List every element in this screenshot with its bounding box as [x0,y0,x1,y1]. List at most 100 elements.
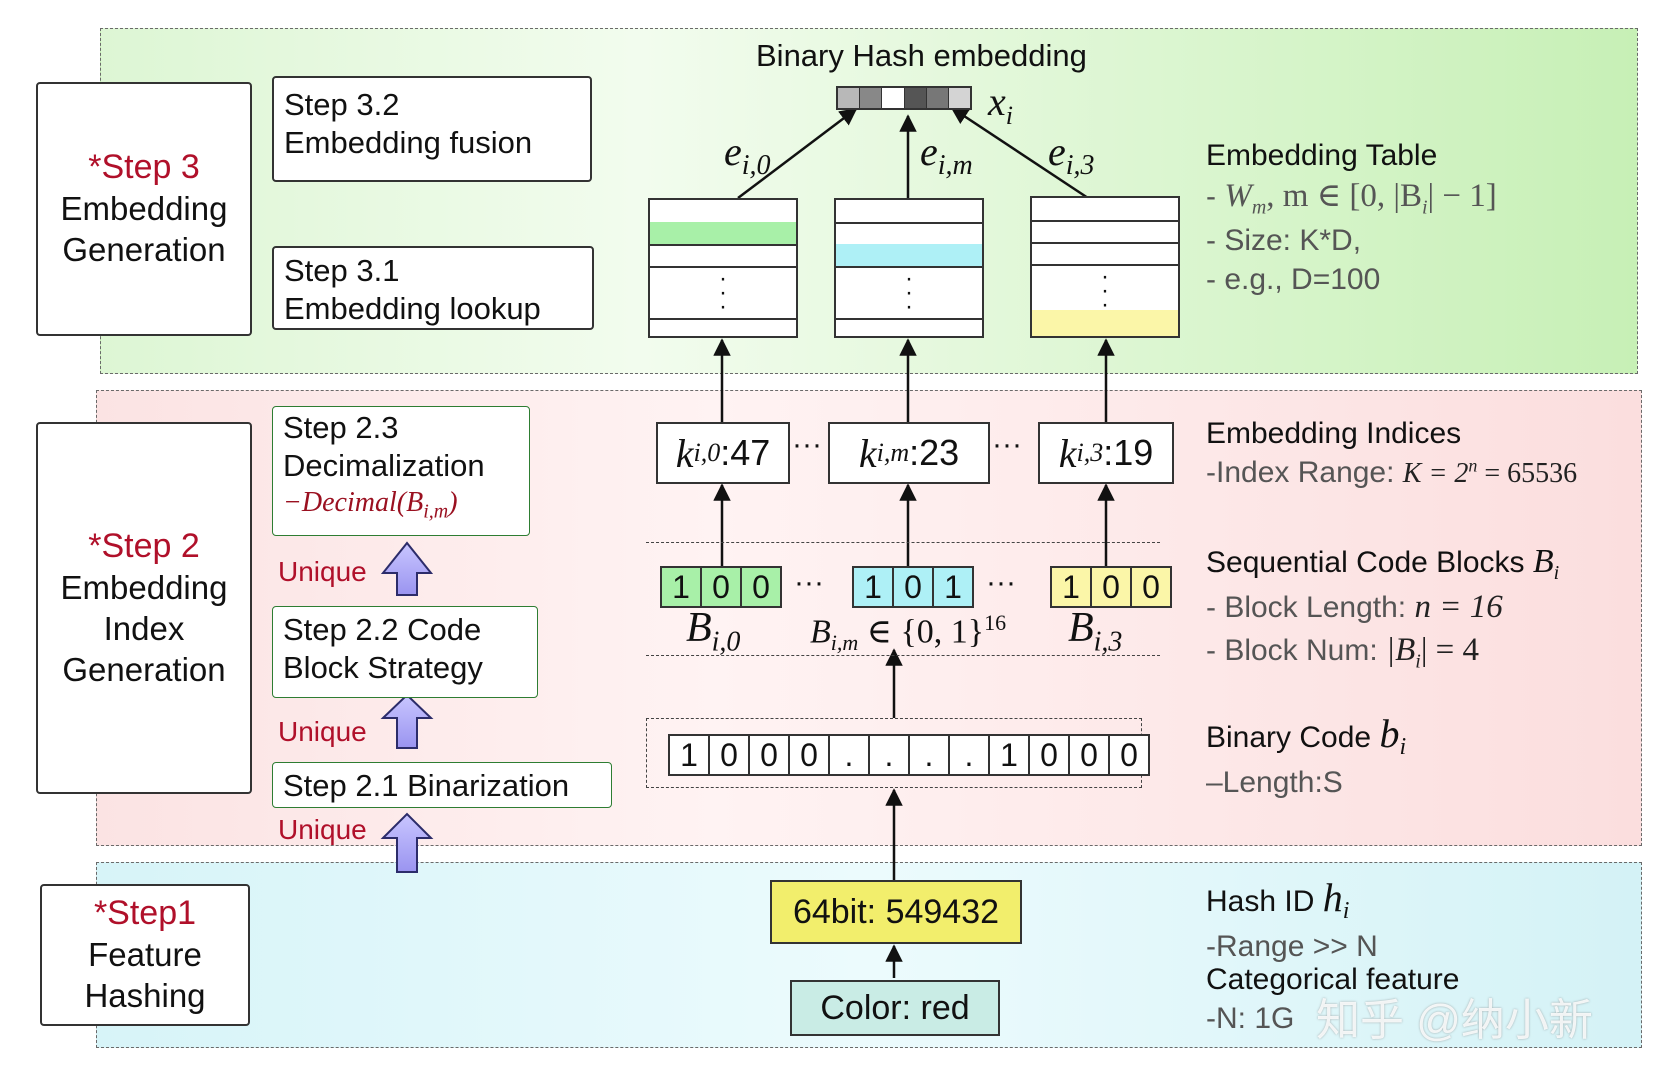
hash-id-info: Hash ID hi -Range >> N [1206,872,1378,966]
step1-label: *Step1 [93,894,197,933]
embedding-table-line3: - e.g., D=100 [1206,262,1381,296]
table-row [1032,198,1178,222]
step-3-1-box: Step 3.1 Embedding lookup [272,246,594,330]
table-row-highlight [650,222,796,246]
embedding-indices-line1: -Index Range: K = 2n = 65536 [1206,455,1578,489]
step-3-1-desc: Embedding lookup [284,291,541,327]
step-2-2-box: Step 2.2 Code Block Strategy [272,606,538,698]
embedding-table-0: ··· [648,198,798,338]
unique-label-1: Unique [278,814,367,845]
step2-line1: Embedding [60,568,228,606]
step1-box: *Step1 Feature Hashing [40,884,250,1026]
step-3-2-desc: Embedding fusion [284,125,533,161]
unique-arrow-2 [380,693,434,749]
bit: 1 [854,568,894,606]
vertical-ellipsis-icon: ··· [650,266,796,320]
ellipsis: ··· [794,566,824,599]
step-3-2-title: Step 3.2 [284,87,400,122]
arrow-e3 [950,106,1089,200]
table-row-highlight [836,244,982,268]
bit: 0 [790,736,830,774]
binary-code-title: Binary Code bi [1206,711,1407,760]
binary-code-info: Binary Code bi –Length:S [1206,708,1406,802]
bit: . [950,736,990,774]
hash-value-box: 64bit: 549432 [770,880,1022,944]
unique-arrow-3 [380,541,434,596]
bit: 0 [752,569,770,605]
step-3-1-title: Step 3.1 [284,253,400,288]
bit: 0 [1092,568,1132,606]
seq-blocks-line2: - Block Num: |Bi| = 4 [1206,631,1480,673]
xi-cell [882,88,905,108]
bit: 0 [702,568,742,606]
edge-label-em: ei,m [920,129,973,181]
step-2-1-box: Step 2.1 Binarization [272,762,612,808]
seq-blocks-title: Sequential Code Blocks Bi [1206,543,1560,584]
ellipsis: ··· [986,566,1016,599]
xi-cell [948,88,971,108]
unique-label-2: Unique [278,716,367,747]
embedding-table-line1: - Wm, m ∈ [0, |Bi| − 1] [1206,178,1497,219]
seq-blocks-info: Sequential Code Blocks Bi - Block Length… [1206,540,1559,674]
table-row [650,200,796,224]
block-label-m: Bi,m ∈ {0, 1}16 [810,610,1007,656]
step2-box: *Step 2 Embedding Index Generation [36,422,252,794]
block-label-0: Bi,0 [686,605,741,658]
step-2-2-title: Step 2.2 Code [283,612,482,647]
bit: . [910,736,950,774]
step-2-3-formula: −Decimal(Bi,m) [283,486,458,523]
embedding-table-m: ··· [834,198,984,338]
table-row-highlight [1032,310,1178,336]
unique-label-3: Unique [278,556,367,587]
step2-line3: Generation [62,651,226,689]
xi-cell [860,88,883,108]
categorical-feature-title: Categorical feature [1206,963,1460,996]
bit: 1 [944,569,962,605]
bit: 0 [1070,736,1110,774]
step1-line1: Feature [88,936,202,974]
categorical-feature-info: Categorical feature -N: 1G [1206,960,1459,1038]
step-2-1-title: Step 2.1 Binarization [283,768,570,803]
bit: 1 [990,736,1030,774]
xi-cell [838,88,861,108]
table-row [650,244,796,268]
table-row [1032,220,1178,244]
xi-cell [926,88,949,108]
hash-id-title: Hash ID hi [1206,875,1350,924]
step3-line1: Embedding [60,190,228,228]
code-blocks-group [646,542,1160,656]
step-2-3-desc: Decimalization [283,448,485,484]
bit: 0 [750,736,790,774]
unique-arrow-1 [380,812,434,873]
binary-hash-title: Binary Hash embedding [756,38,1087,73]
bit: 1 [662,568,702,606]
bit: . [830,736,870,774]
vertical-ellipsis-icon: ··· [836,266,982,320]
embedding-indices-title: Embedding Indices [1206,417,1462,450]
step-2-3-title: Step 2.3 [283,410,399,445]
step-2-2-desc: Block Strategy [283,650,483,686]
table-row [836,200,982,224]
edge-label-e0: ei,0 [724,129,771,181]
bit: 0 [1030,736,1070,774]
seq-blocks-line1: - Block Length: n = 16 [1206,589,1503,625]
ellipsis: ··· [792,428,822,461]
table-row [836,222,982,246]
bit: 0 [894,568,934,606]
embedding-table-line2: - Size: K*D, [1206,223,1362,257]
xi-cell [904,88,927,108]
block-label-3: Bi,3 [1068,605,1123,658]
hash-id-line1: -Range >> N [1206,930,1378,964]
xi-vector [836,86,972,110]
table-row [1032,242,1178,266]
edge-label-e3: ei,3 [1048,129,1095,181]
xi-label: xi [988,79,1013,130]
bit: 1 [670,736,710,774]
categorical-feature-line1: -N: 1G [1206,1002,1295,1035]
